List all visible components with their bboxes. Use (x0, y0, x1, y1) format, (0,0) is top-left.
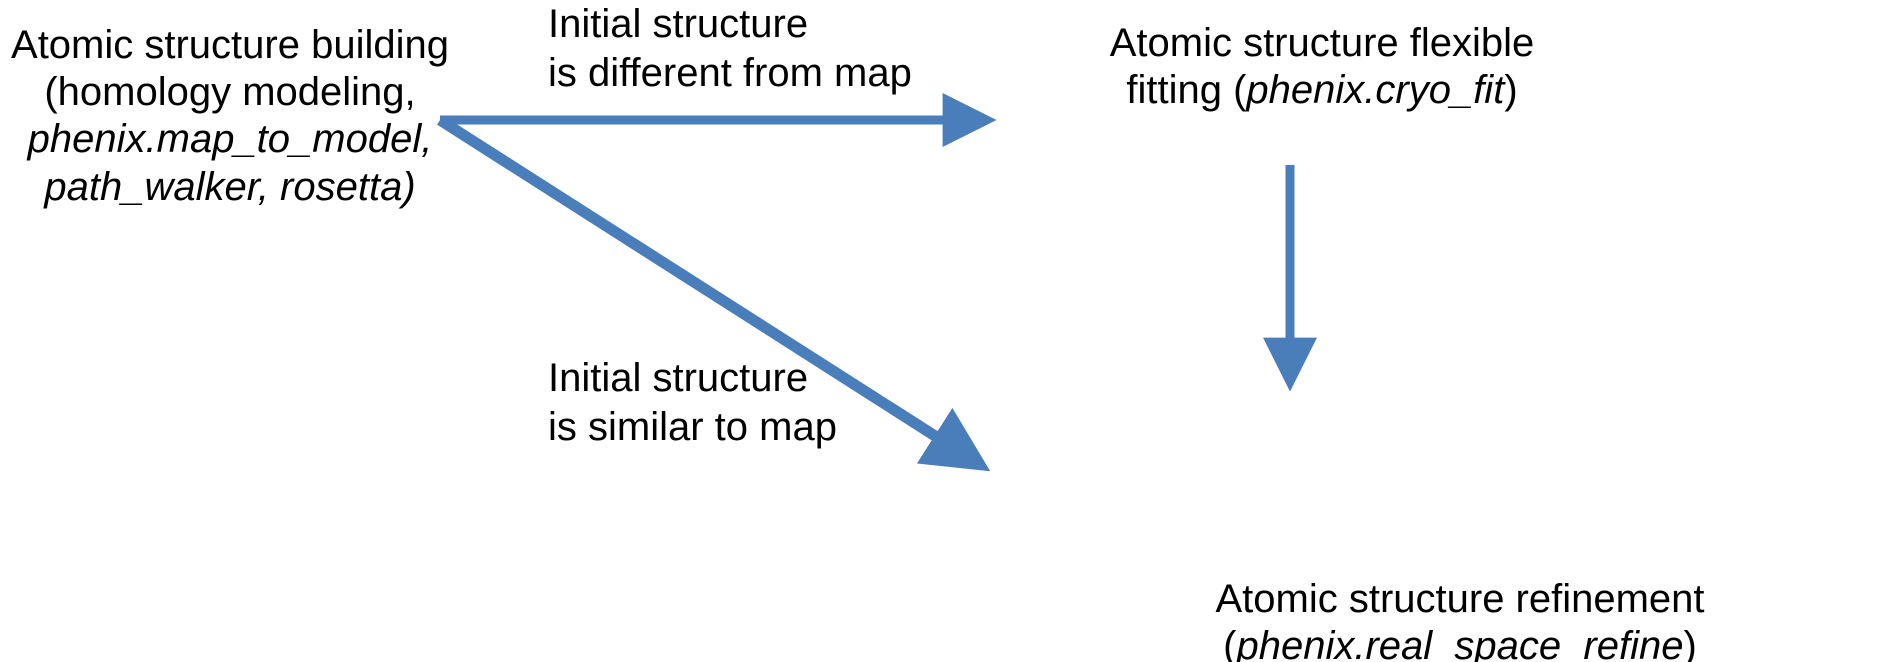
edge-label-different-line-1: Initial structure (548, 2, 809, 46)
node-atomic-structure-refinement: Atomic structure refinement (phenix.real… (1050, 576, 1870, 662)
edge-label-is-similar-to-map: Initial structure is similar to map (548, 354, 837, 452)
node-build-line-3: phenix.map_to_model, (27, 117, 433, 162)
node-fit-command: phenix.cryo_fit (1246, 68, 1505, 113)
node-refine-prefix: ( (1223, 624, 1237, 662)
node-refine-command: phenix.real_space_refine (1236, 624, 1684, 662)
node-fit-line-1: Atomic structure flexible (1109, 21, 1535, 65)
node-refine-line-1: Atomic structure refinement (1215, 577, 1705, 621)
edge-label-similar-line-1: Initial structure (548, 356, 809, 400)
node-build-line-4: path_walker, rosetta) (44, 164, 416, 209)
node-fit-suffix: ) (1504, 68, 1518, 113)
node-build-line-1: Atomic structure building (11, 23, 449, 67)
node-refine-line-2: (phenix.real_space_refine) (1050, 623, 1870, 662)
node-atomic-structure-flexible-fitting: Atomic structure flexible fitting (pheni… (1082, 20, 1562, 114)
edge-label-is-different-from-map: Initial structure is different from map (548, 0, 912, 98)
node-refine-suffix: ) (1683, 624, 1697, 662)
node-build-line-2: (homology modeling, (44, 70, 416, 115)
node-fit-prefix: fitting ( (1126, 68, 1247, 113)
node-atomic-structure-building: Atomic structure building (homology mode… (0, 22, 460, 211)
edge-label-similar-line-2: is similar to map (548, 404, 837, 449)
node-fit-line-2: fitting (phenix.cryo_fit) (1082, 67, 1562, 114)
edge-label-different-line-2: is different from map (548, 50, 912, 95)
